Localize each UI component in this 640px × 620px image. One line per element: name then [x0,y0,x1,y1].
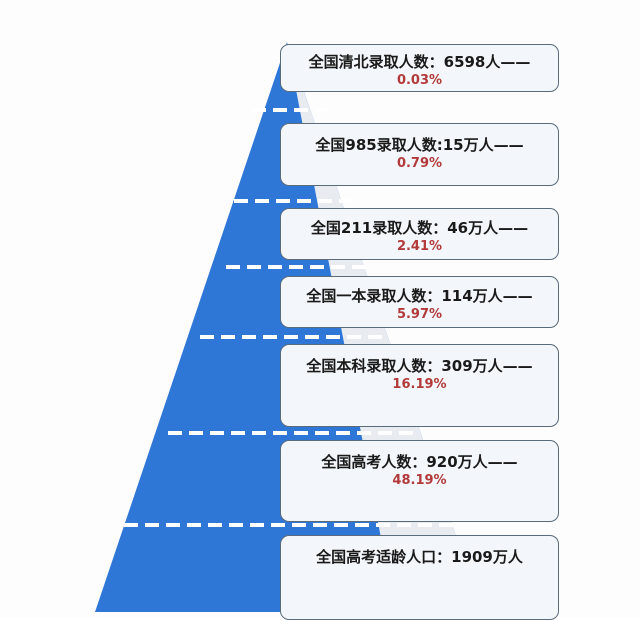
tier-percent: 0.03% [396,73,443,88]
tier-percent: 2.41% [396,239,443,254]
tier-label: 全国211录取人数：46万人—— [310,219,529,237]
tier-label: 全国本科录取人数：309万人—— [306,357,533,375]
tier-label: 全国清北录取人数：6598人—— [308,53,531,71]
tier-box-undergraduate: 全国本科录取人数：309万人—— 16.19% [280,344,559,427]
tier-label: 全国985录取人数:15万人—— [315,136,524,154]
tier-percent: 16.19% [392,377,447,392]
tier-box-tier-one: 全国一本录取人数：114万人—— 5.97% [280,276,559,328]
tier-percent: 5.97% [396,307,443,322]
tier-label: 全国高考适龄人口：1909万人 [316,548,523,566]
tier-percent: 0.79% [396,156,443,171]
tier-label: 全国高考人数：920万人—— [321,453,518,471]
tier-box-985: 全国985录取人数:15万人—— 0.79% [280,123,559,186]
tier-label: 全国一本录取人数：114万人—— [306,287,533,305]
tier-box-gaokao-takers: 全国高考人数：920万人—— 48.19% [280,440,559,522]
tier-percent: 48.19% [392,473,447,488]
tier-box-tsinghua-peking: 全国清北录取人数：6598人—— 0.03% [280,44,559,92]
tier-box-age-population: 全国高考适龄人口：1909万人 [280,535,559,620]
tier-box-211: 全国211录取人数：46万人—— 2.41% [280,208,559,260]
